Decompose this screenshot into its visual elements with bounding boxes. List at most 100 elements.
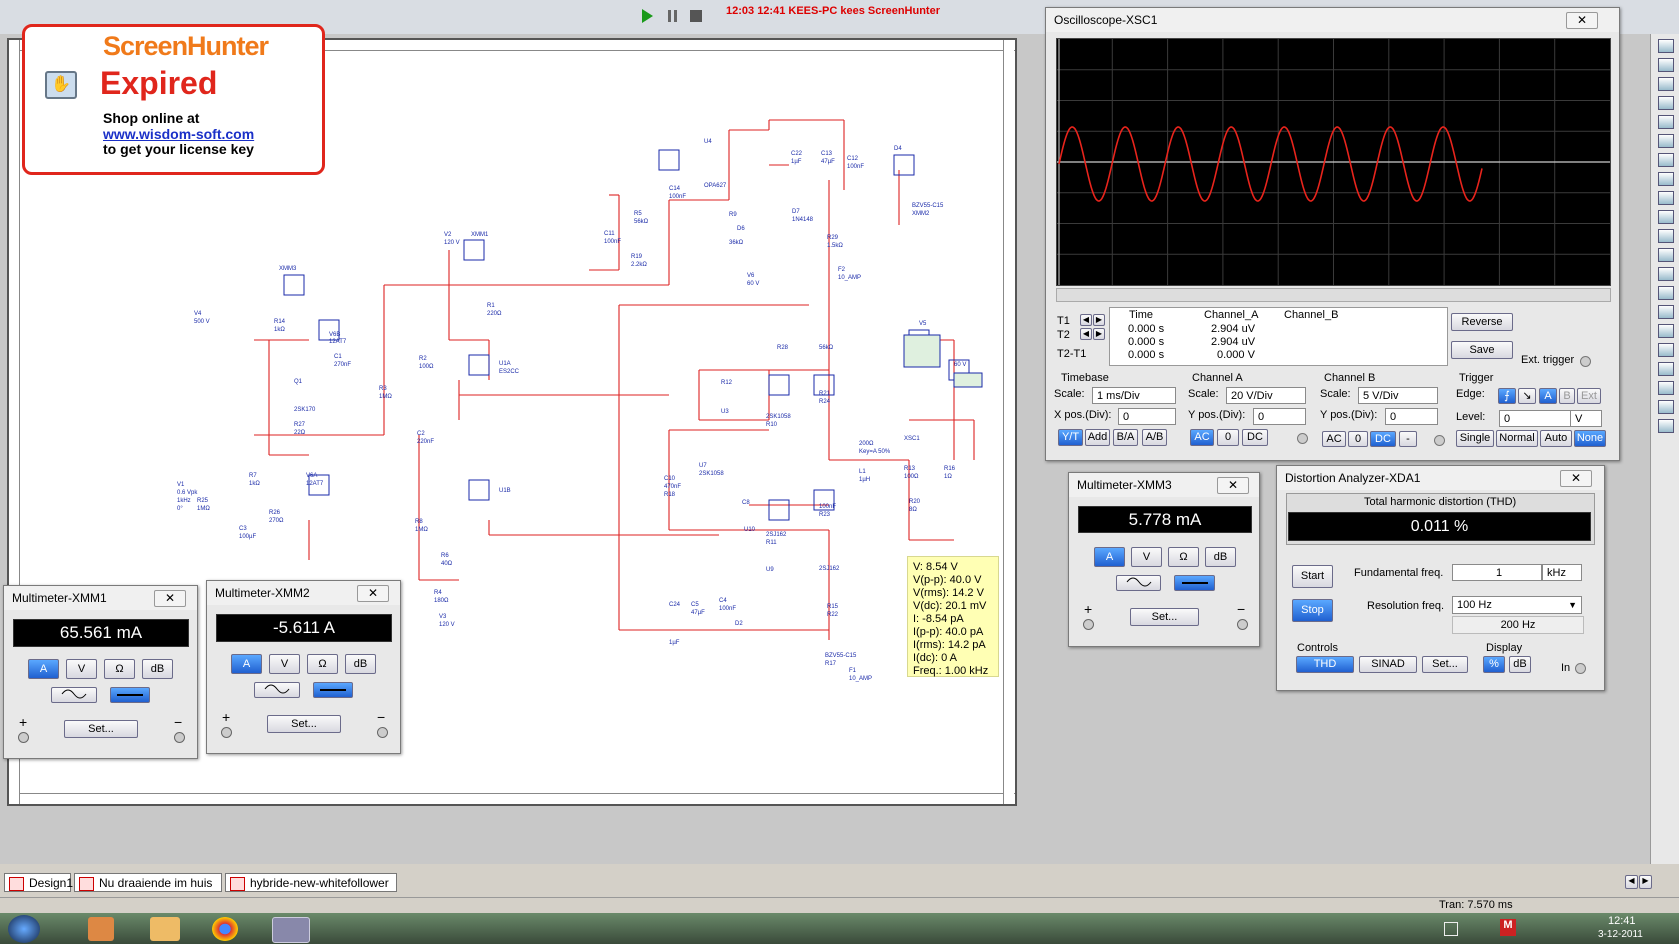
plus-terminal[interactable]: [18, 732, 29, 743]
tab-nu-draaiende[interactable]: Nu draaiende im huis *: [74, 873, 222, 909]
trigger-a-button[interactable]: A: [1539, 388, 1557, 404]
percent-display-button[interactable]: %: [1483, 656, 1505, 673]
channel-b-zero-button[interactable]: 0: [1348, 431, 1368, 447]
channel-a-ypos-field[interactable]: 0: [1253, 408, 1306, 425]
wattmeter-icon[interactable]: [1657, 77, 1674, 91]
chrome-icon[interactable]: [212, 917, 238, 941]
ammeter-mode-button[interactable]: A: [28, 659, 59, 679]
xpos-field[interactable]: 0: [1118, 408, 1176, 425]
yt-button[interactable]: Y/T: [1058, 429, 1083, 446]
multimeter-icon[interactable]: [1657, 39, 1674, 53]
word-generator-icon[interactable]: [1657, 172, 1674, 186]
screenhunter-link[interactable]: www.wisdom-soft.com: [103, 126, 255, 142]
timebase-scale-field[interactable]: 1 ms/Div: [1092, 387, 1176, 404]
channel-a-scale-field[interactable]: 20 V/Div: [1226, 387, 1306, 404]
ac-mode-button[interactable]: [51, 687, 97, 703]
voltmeter-mode-button[interactable]: V: [66, 659, 97, 679]
tray-m-icon[interactable]: M: [1500, 919, 1516, 936]
voltmeter-mode-button[interactable]: V: [1131, 547, 1162, 567]
channel-b-ypos-field[interactable]: 0: [1385, 408, 1438, 425]
oscilloscope-screen[interactable]: [1056, 38, 1611, 286]
iv-analyzer-icon[interactable]: [1657, 229, 1674, 243]
minus-terminal[interactable]: [174, 732, 185, 743]
clock-time[interactable]: 12:41: [1608, 915, 1636, 927]
network-analyzer-icon[interactable]: [1657, 286, 1674, 300]
four-channel-oscilloscope-icon[interactable]: [1657, 115, 1674, 129]
db-mode-button[interactable]: dB: [345, 654, 376, 674]
stop-button[interactable]: [690, 10, 702, 22]
channel-a-terminal[interactable]: [1297, 433, 1308, 444]
tektronix-oscilloscope-icon[interactable]: [1657, 362, 1674, 376]
clock-date[interactable]: 3-12-2011: [1598, 929, 1643, 940]
function-generator-icon[interactable]: [1657, 58, 1674, 72]
close-button[interactable]: ✕: [1560, 470, 1592, 487]
ohmmeter-mode-button[interactable]: Ω: [104, 659, 135, 679]
normal-button[interactable]: Normal: [1496, 430, 1538, 447]
level-unit-field[interactable]: V: [1570, 410, 1602, 427]
add-button[interactable]: Add: [1085, 429, 1110, 446]
channel-a-ac-button[interactable]: AC: [1190, 429, 1214, 446]
t2-right-arrow[interactable]: ▶: [1093, 328, 1105, 340]
close-button[interactable]: ✕: [1566, 12, 1598, 29]
close-button[interactable]: ✕: [357, 585, 389, 602]
stop-button[interactable]: Stop: [1292, 599, 1333, 622]
ab-button[interactable]: A/B: [1142, 429, 1167, 446]
measurement-probe-icon[interactable]: [1657, 381, 1674, 395]
start-button[interactable]: Start: [1292, 565, 1333, 588]
channel-b-dc-button[interactable]: DC: [1370, 431, 1396, 447]
resolution-freq-select[interactable]: 100 Hz▼: [1452, 596, 1582, 614]
agilent-multimeter-icon[interactable]: [1657, 324, 1674, 338]
minus-terminal[interactable]: [1237, 619, 1248, 630]
fundamental-unit-field[interactable]: kHz: [1542, 564, 1582, 581]
set-button[interactable]: Set...: [64, 720, 138, 738]
start-button[interactable]: [8, 915, 40, 943]
t1-left-arrow[interactable]: ◀: [1080, 314, 1092, 326]
voltmeter-mode-button[interactable]: V: [269, 654, 300, 674]
agilent-oscilloscope-icon[interactable]: [1657, 343, 1674, 357]
tab-scroll-left[interactable]: ◀: [1625, 875, 1638, 889]
channel-b-ac-button[interactable]: AC: [1322, 431, 1346, 447]
trigger-ext-button[interactable]: Ext: [1577, 388, 1601, 404]
save-button[interactable]: Save: [1451, 341, 1513, 359]
ohmmeter-mode-button[interactable]: Ω: [1168, 547, 1199, 567]
none-button[interactable]: None: [1574, 430, 1606, 447]
run-button[interactable]: [642, 9, 653, 23]
minus-terminal[interactable]: [377, 727, 388, 738]
ext-trigger-terminal[interactable]: [1580, 356, 1591, 367]
set-button[interactable]: Set...: [267, 715, 341, 733]
single-button[interactable]: Single: [1456, 430, 1494, 447]
bode-plotter-icon[interactable]: [1657, 134, 1674, 148]
t2-left-arrow[interactable]: ◀: [1080, 328, 1092, 340]
ammeter-mode-button[interactable]: A: [231, 654, 262, 674]
ac-mode-button[interactable]: [1116, 575, 1161, 591]
plus-terminal[interactable]: [221, 727, 232, 738]
db-display-button[interactable]: dB: [1509, 656, 1531, 673]
plus-terminal[interactable]: [1083, 619, 1094, 630]
channel-b-minus-button[interactable]: -: [1399, 431, 1417, 447]
auto-button[interactable]: Auto: [1540, 430, 1572, 447]
channel-b-terminal[interactable]: [1434, 435, 1445, 446]
logic-converter-icon[interactable]: [1657, 210, 1674, 224]
distortion-analyzer-icon[interactable]: [1657, 248, 1674, 262]
input-terminal[interactable]: [1575, 663, 1586, 674]
frequency-counter-icon[interactable]: [1657, 153, 1674, 167]
media-player-icon[interactable]: [88, 917, 114, 941]
set-button[interactable]: Set...: [1422, 656, 1468, 673]
dc-mode-button[interactable]: [110, 687, 150, 703]
db-mode-button[interactable]: dB: [142, 659, 173, 679]
rising-edge-button[interactable]: ⨍: [1498, 388, 1516, 404]
spectrum-analyzer-icon[interactable]: [1657, 267, 1674, 281]
channel-a-dc-button[interactable]: DC: [1242, 429, 1268, 446]
db-mode-button[interactable]: dB: [1205, 547, 1236, 567]
labview-instrument-icon[interactable]: [1657, 400, 1674, 414]
trigger-b-button[interactable]: B: [1559, 388, 1575, 404]
oscilloscope-icon[interactable]: [1657, 96, 1674, 110]
reverse-button[interactable]: Reverse: [1451, 313, 1513, 331]
system-tray-icon[interactable]: [1444, 922, 1458, 936]
close-button[interactable]: ✕: [154, 590, 186, 607]
tab-design1[interactable]: Design1: [4, 873, 73, 892]
dc-mode-button[interactable]: [1174, 575, 1215, 591]
ohmmeter-mode-button[interactable]: Ω: [307, 654, 338, 674]
current-probe-icon[interactable]: [1657, 419, 1674, 433]
pause-button[interactable]: [668, 10, 677, 22]
